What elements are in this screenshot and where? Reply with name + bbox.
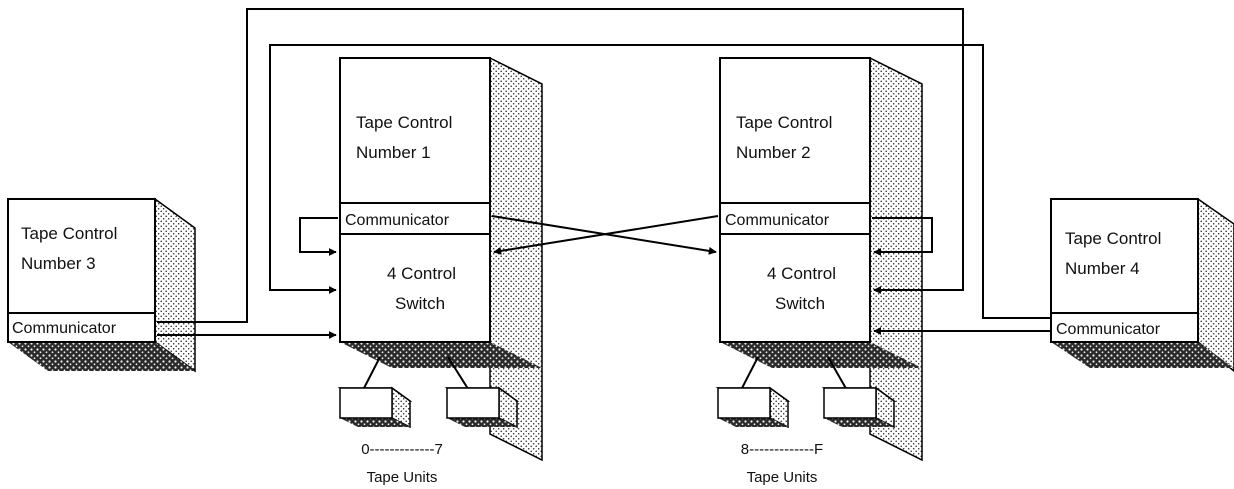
tape-control-3: Tape Control Number 3 Communicator (7, 197, 196, 373)
tape-control-3-line1: Tape Control (21, 224, 117, 243)
tape-control-2-communicator: Communicator (725, 212, 830, 229)
tape-control-4-communicator: Communicator (1056, 321, 1161, 338)
tape-control-3-line2: Number 3 (21, 254, 96, 273)
tape-control-1: Tape Control Number 1 Communicator 4 Con… (339, 56, 543, 462)
tape-control-4: Tape Control Number 4 Communicator (1050, 197, 1234, 372)
tape-units-range-8-f: 8-------------F (741, 441, 823, 458)
tape-control-2-line2: Number 2 (736, 143, 811, 162)
tape-units-label-1: Tape Units (367, 469, 438, 486)
tape-unit-icon (444, 386, 520, 429)
tape-control-1-line1: Tape Control (356, 113, 452, 132)
link-tc1-self-loop (299, 217, 338, 256)
tape-unit-icon (337, 386, 413, 429)
tape-control-2-switch-line2: Switch (775, 294, 825, 313)
tape-control-4-line2: Number 4 (1065, 259, 1140, 278)
tape-control-3-communicator: Communicator (12, 320, 117, 337)
tape-control-4-line1: Tape Control (1065, 229, 1161, 248)
tape-control-1-switch-line1: 4 Control (387, 264, 456, 283)
tape-control-1-switch-line2: Switch (395, 294, 445, 313)
tape-control-1-communicator: Communicator (345, 212, 450, 229)
connection-lines (157, 8, 1051, 339)
tape-unit-icon (715, 386, 791, 429)
tape-units-range-0-7: 0-------------7 (361, 441, 443, 458)
tape-units-8-f: 8-------------F Tape Units (715, 356, 897, 486)
link-tc3-to-tc2-switch (157, 8, 964, 323)
link-tc2-to-tc1-switch (493, 215, 719, 255)
tape-control-2: Tape Control Number 2 Communicator 4 Con… (719, 56, 923, 462)
tape-control-1-line2: Number 1 (356, 143, 431, 162)
tape-units-1-7: 0-------------7 Tape Units (337, 356, 520, 486)
tape-units-label-2: Tape Units (747, 469, 818, 486)
tape-control-2-line1: Tape Control (736, 113, 832, 132)
tape-control-2-switch-line1: 4 Control (767, 264, 836, 283)
link-tc4-to-tc1-switch (269, 44, 1051, 319)
tape-unit-icon (821, 386, 897, 429)
link-tc2-self-loop (872, 217, 933, 256)
